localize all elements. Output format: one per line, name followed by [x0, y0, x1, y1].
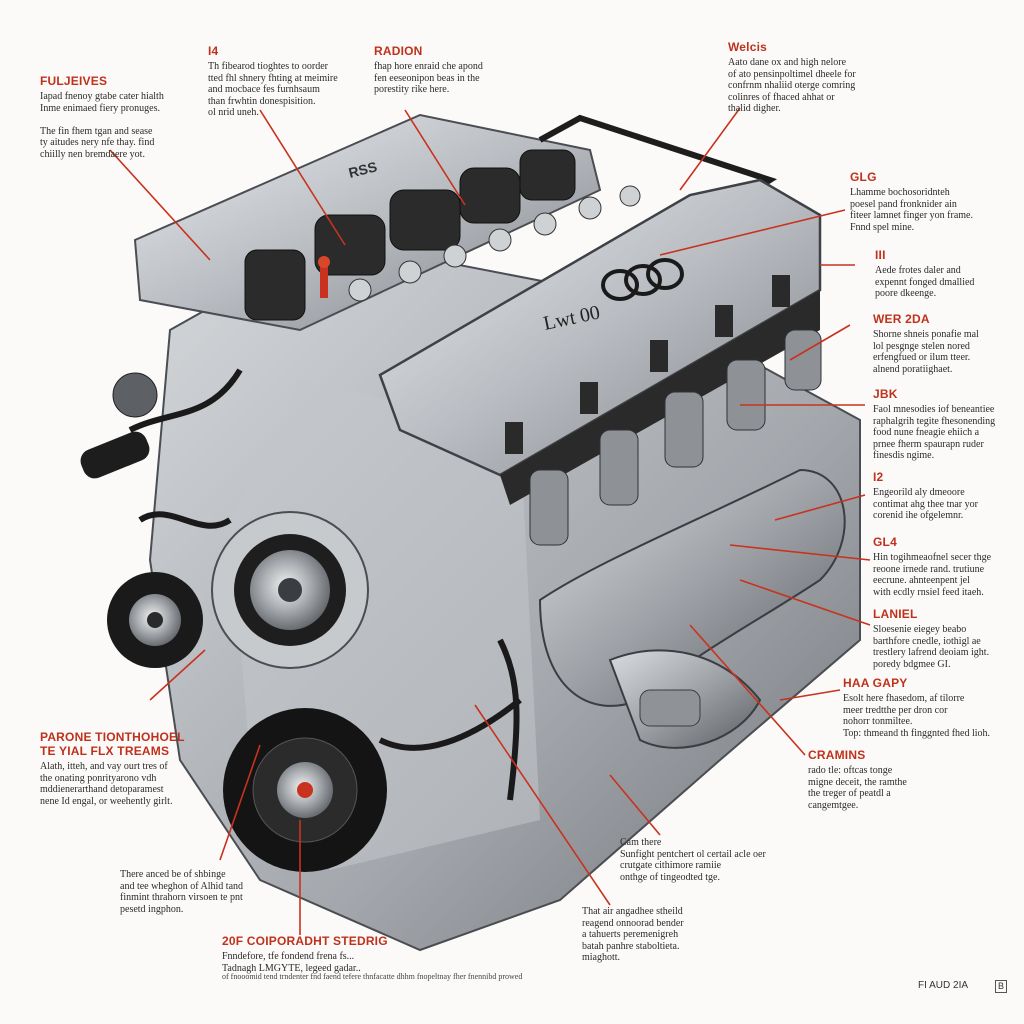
callout-radion: RADION fhap hore enraid che apond fen ee…	[374, 44, 524, 96]
exhaust-manifold	[538, 468, 846, 749]
callout-lower-left: There anced be of shbinge and tee whegho…	[120, 866, 290, 915]
callout-title: CRAMINS	[808, 748, 866, 762]
callout-desc: Engeorild aly dmeoore contimat ahg thee …	[873, 487, 978, 521]
callout-desc: Hin togihmeaofnel secer thge reoone irne…	[873, 552, 992, 598]
callout-title: GL4	[873, 535, 897, 549]
callout-title: III	[875, 248, 886, 262]
callout-desc: Th fibearod tioghtes to oorder tted fhl …	[208, 61, 338, 118]
callout-fuljeives: FULJEIVES Iapad fnenoy gtabe cater hialt…	[40, 74, 190, 160]
callout-bottom-center: That air angadhee stheild reagend onnoor…	[582, 903, 742, 964]
callout-glg: GLG Lhamme bochosoridnteh poesel pand fr…	[850, 170, 1000, 233]
callout-laniel: LANIEL Sloesenie eiegey beabo barthfore …	[873, 607, 1013, 670]
callout-desc: fhap hore enraid che apond fen eeseonipo…	[374, 61, 483, 95]
callout-title: LANIEL	[873, 607, 918, 621]
callout-i4: I4 Th fibearod tioghtes to oorder tted f…	[208, 44, 358, 119]
svg-text:RSS: RSS	[347, 158, 379, 180]
hoses	[128, 368, 522, 801]
callout-title: WER 2DA	[873, 312, 930, 326]
callout-title: 20F COIPORADHT STEDRIG	[222, 934, 388, 948]
crank-pulley	[223, 708, 387, 872]
callout-desc: Alath, itteh, and vay ourt tres of the o…	[40, 761, 173, 807]
coolant-outlet	[80, 372, 158, 479]
callout-parone: PARONE TIONTHOHOEL TE YIAL FLX TREAMS Al…	[40, 730, 220, 807]
accessory-pulley	[107, 572, 203, 668]
callout-title: I2	[873, 470, 884, 484]
callout-i2: I2 Engeorild aly dmeoore contimat ahg th…	[873, 470, 1013, 522]
callout-title: RADION	[374, 44, 423, 58]
page-mark: B	[995, 980, 1008, 993]
fine-print: of fnooomid tend trndenter fnd faend tef…	[222, 972, 523, 981]
callout-lower-middle: Cam there Sunfight pentchert ol certail …	[620, 834, 790, 883]
callout-desc: Esolt here fhasedom, af tilorre meer tre…	[843, 693, 991, 739]
brand-rings	[601, 258, 684, 301]
callout-title: HAA GAPY	[843, 676, 908, 690]
callout-title: GLG	[850, 170, 877, 184]
intake-runners	[244, 149, 576, 321]
callout-desc: Cam there Sunfight pentchert ol certail …	[620, 837, 766, 883]
callout-iii: III Aede frotes daler and expennt fonged…	[875, 248, 1005, 300]
callout-jbk: JBK Faol mnesodies iof beneantiee raphal…	[873, 387, 1013, 462]
callout-20f: 20F COIPORADHT STEDRIG Fnndefore, tfe fo…	[222, 934, 442, 974]
coil-packs	[529, 329, 822, 546]
fuel-rail	[348, 185, 641, 302]
timing-housing	[211, 511, 369, 669]
callout-desc: Lhamme bochosoridnteh poesel pand fronkn…	[850, 187, 973, 233]
callout-wer2da: WER 2DA Shorne shneis ponafie mal lol pe…	[873, 312, 1013, 375]
callout-desc: There anced be of shbinge and tee whegho…	[120, 869, 244, 915]
callout-desc: Faol mnesodies iof beneantiee raphalgrih…	[873, 404, 996, 461]
callout-desc: Iapad fnenoy gtabe cater hialth Inme eni…	[40, 91, 164, 160]
callout-haa-gapy: HAA GAPY Esolt here fhasedom, af tilorre…	[843, 676, 1013, 739]
callout-desc: Sloesenie eiegey beabo barthfore cnedle,…	[873, 624, 990, 670]
callout-desc: Aede frotes daler and expennt fonged dma…	[875, 265, 975, 299]
callout-title: I4	[208, 44, 219, 58]
callout-title: PARONE TIONTHOHOEL TE YIAL FLX TREAMS	[40, 730, 185, 758]
callout-welcis: Welcis Aato dane ox and high nelore of a…	[728, 40, 888, 115]
callout-title: FULJEIVES	[40, 74, 108, 88]
front-valve-cover: Lwt 00	[378, 178, 822, 505]
callout-desc: Shorne shneis ponafie mal lol pesgnge st…	[873, 329, 979, 375]
callout-desc: That air angadhee stheild reagend onnoor…	[582, 906, 684, 963]
callout-desc: Fnndefore, tfe fondend frena fs... Tadna…	[222, 951, 361, 974]
leader-lines	[109, 107, 871, 935]
model-code: FI AUD 2IA	[918, 980, 969, 991]
callout-cramins: CRAMINS rado tle: oftcas tonge migne dec…	[808, 748, 958, 811]
callout-desc: Aato dane ox and high nelore of ato pens…	[728, 57, 856, 114]
callout-title: Welcis	[728, 40, 767, 54]
callout-desc: rado tle: oftcas tonge migne deceit, the…	[808, 765, 907, 811]
callout-title: JBK	[873, 387, 898, 401]
callout-gl4: GL4 Hin togihmeaofnel secer thge reoone …	[873, 535, 1013, 598]
